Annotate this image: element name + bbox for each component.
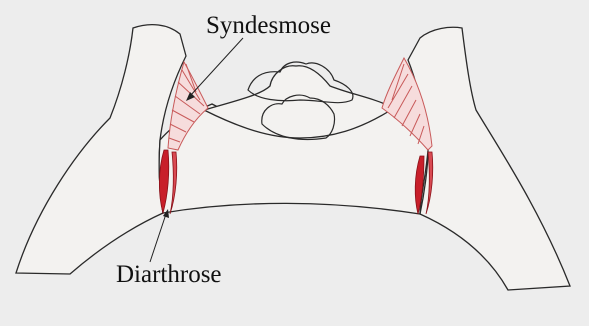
syndesmosis-label: Syndesmose xyxy=(206,13,331,38)
diarthrosis-label: Diarthrose xyxy=(116,262,222,287)
